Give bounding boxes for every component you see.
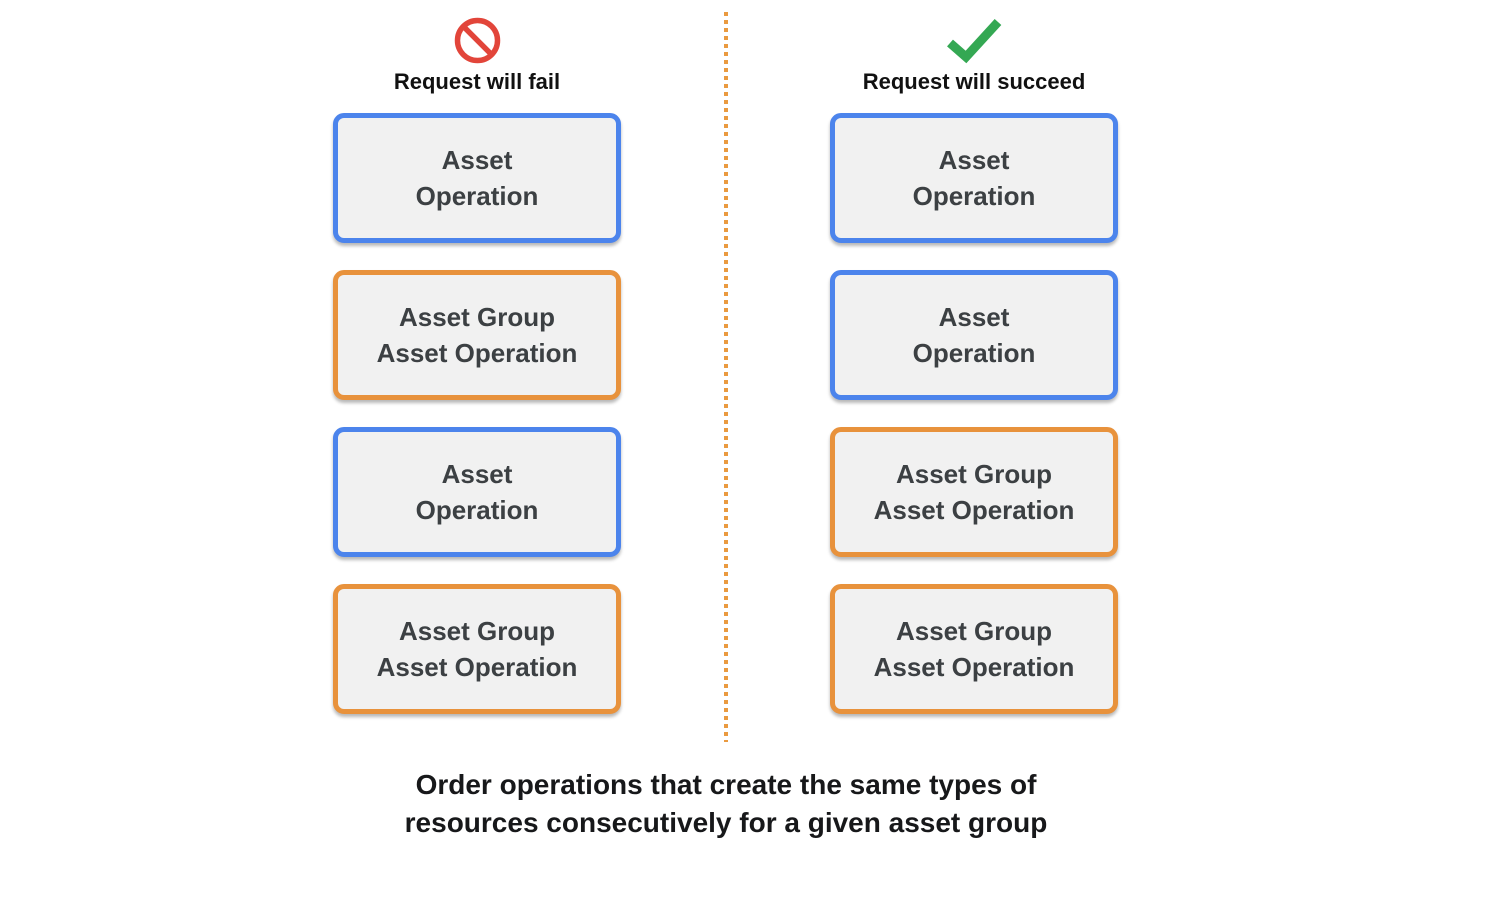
box-label-line: Asset Operation	[376, 652, 578, 682]
diagram-caption: Order operations that create the same ty…	[0, 766, 1452, 842]
succeed-column: Request will succeed Asset Operation Ass…	[830, 14, 1118, 741]
prohibition-icon	[454, 14, 501, 66]
box-asset-operation: Asset Operation	[830, 113, 1118, 243]
box-label-line: Asset Operation	[873, 652, 1075, 682]
box-label-line: Operation	[912, 338, 1036, 368]
fail-column-header: Request will fail	[393, 69, 561, 94]
box-asset-group-asset-operation: Asset Group Asset Operation	[333, 584, 621, 714]
box-asset-group-asset-operation: Asset Group Asset Operation	[830, 584, 1118, 714]
box-label-line: Operation	[912, 181, 1036, 211]
box-label-line: Asset Group	[398, 616, 556, 646]
box-asset-operation: Asset Operation	[830, 270, 1118, 400]
caption-line-1: Order operations that create the same ty…	[415, 769, 1037, 800]
box-label-line: Asset Operation	[376, 338, 578, 368]
box-label-line: Asset Group	[895, 459, 1053, 489]
succeed-column-header: Request will succeed	[862, 69, 1086, 94]
box-asset-operation: Asset Operation	[333, 427, 621, 557]
box-asset-group-asset-operation: Asset Group Asset Operation	[830, 427, 1118, 557]
box-label-line: Asset Group	[895, 616, 1053, 646]
box-label-line: Asset	[441, 459, 513, 489]
box-asset-operation: Asset Operation	[333, 113, 621, 243]
box-label-line: Asset Group	[398, 302, 556, 332]
box-label-line: Asset Operation	[873, 495, 1075, 525]
fail-column: Request will fail Asset Operation Asset …	[333, 14, 621, 741]
box-asset-group-asset-operation: Asset Group Asset Operation	[333, 270, 621, 400]
caption-line-2: resources consecutively for a given asse…	[404, 807, 1048, 838]
box-label-line: Asset	[938, 145, 1010, 175]
box-label-line: Operation	[415, 495, 539, 525]
dotted-divider	[724, 12, 728, 742]
checkmark-icon	[944, 14, 1004, 66]
box-label-line: Operation	[415, 181, 539, 211]
box-label-line: Asset	[938, 302, 1010, 332]
box-label-line: Asset	[441, 145, 513, 175]
